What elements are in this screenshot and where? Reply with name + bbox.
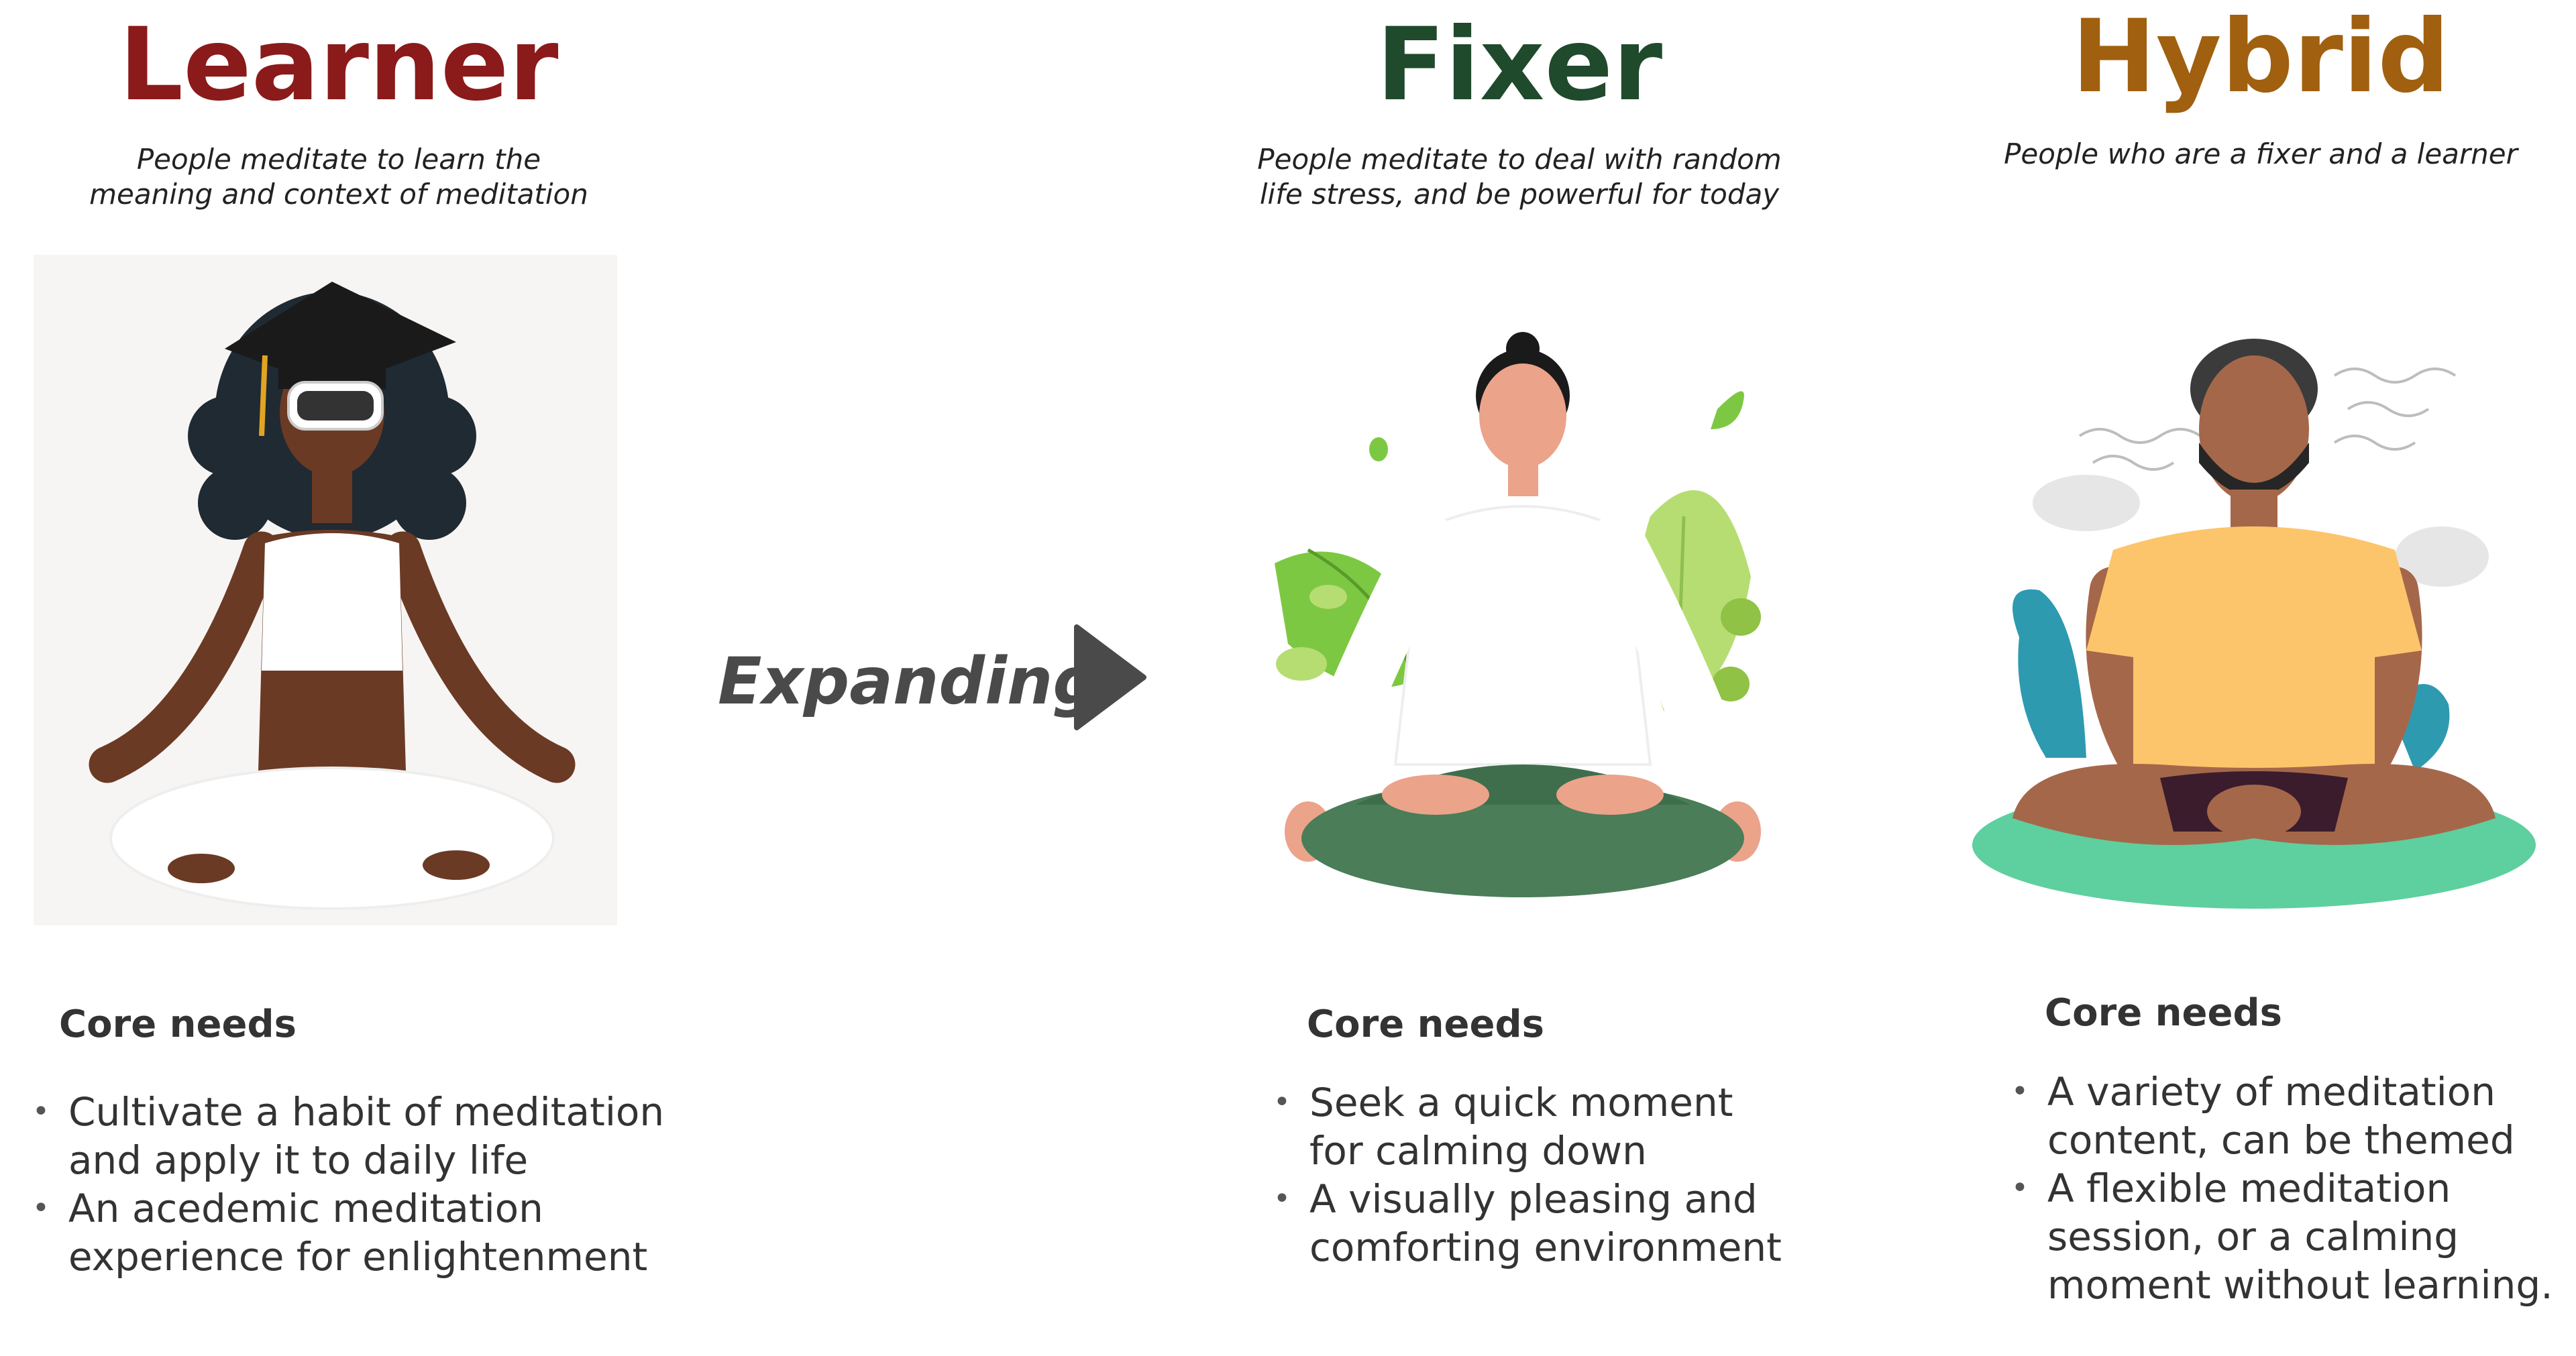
list-item: A flexible meditation session, or a calm… — [2011, 1164, 2553, 1309]
arrow-right-icon — [1074, 624, 1146, 730]
list-item-line: for calming down — [1309, 1128, 1647, 1174]
list-item-line: comforting environment — [1309, 1225, 1782, 1270]
list-item-line: An acedemic meditation — [68, 1186, 543, 1231]
list-item: A variety of meditation content, can be … — [2011, 1068, 2553, 1164]
tagline-line: meaning and context of meditation — [89, 178, 588, 211]
list-item-line: A variety of meditation — [2047, 1069, 2496, 1115]
hybrid-needs-list: A variety of meditation content, can be … — [2011, 1068, 2553, 1309]
hybrid-title: Hybrid — [2072, 0, 2450, 115]
list-item: Seek a quick moment for calming down — [1273, 1078, 1782, 1175]
tagline-line: People meditate to deal with random — [1257, 143, 1782, 176]
fixer-needs-list: Seek a quick moment for calming down A v… — [1273, 1078, 1782, 1272]
list-item: A visually pleasing and comforting envir… — [1273, 1175, 1782, 1272]
learner-tagline: People meditate to learn the meaning and… — [89, 142, 588, 212]
meditating-woman-leaves-illustration — [1275, 332, 1766, 897]
hybrid-tagline: People who are a fixer and a learner — [2004, 137, 2518, 172]
meditating-man-plants-illustration — [1972, 339, 2536, 909]
list-item-line: A visually pleasing and — [1309, 1176, 1758, 1222]
list-item-line: Seek a quick moment — [1309, 1080, 1733, 1125]
tagline-line: life stress, and be powerful for today — [1259, 178, 1780, 211]
list-item-line: experience for enlightenment — [68, 1234, 648, 1280]
list-item: Cultivate a habit of meditation and appl… — [32, 1088, 664, 1184]
list-item: An acedemic meditation experience for en… — [32, 1184, 664, 1281]
list-item-line: Cultivate a habit of meditation — [68, 1089, 665, 1135]
fixer-tagline: People meditate to deal with random life… — [1257, 142, 1781, 212]
fixer-title: Fixer — [1376, 7, 1663, 123]
list-item-line: moment without learning. — [2047, 1262, 2553, 1308]
learner-needs-heading: Core needs — [59, 1003, 297, 1046]
list-item-line: content, can be themed — [2047, 1117, 2515, 1163]
tagline-line: People meditate to learn the — [136, 143, 541, 176]
expanding-label: Expanding — [718, 644, 1099, 719]
hybrid-needs-heading: Core needs — [2045, 991, 2282, 1035]
list-item-line: session, or a calming — [2047, 1214, 2459, 1259]
list-item-line: and apply it to daily life — [68, 1137, 529, 1183]
tagline-line: People who are a fixer and a learner — [2004, 137, 2518, 170]
learner-title: Learner — [119, 7, 559, 123]
meditating-graduate-vr-illustration — [34, 255, 617, 925]
list-item-line: A flexible meditation — [2047, 1166, 2451, 1211]
learner-needs-list: Cultivate a habit of meditation and appl… — [32, 1088, 664, 1281]
fixer-needs-heading: Core needs — [1307, 1003, 1544, 1046]
